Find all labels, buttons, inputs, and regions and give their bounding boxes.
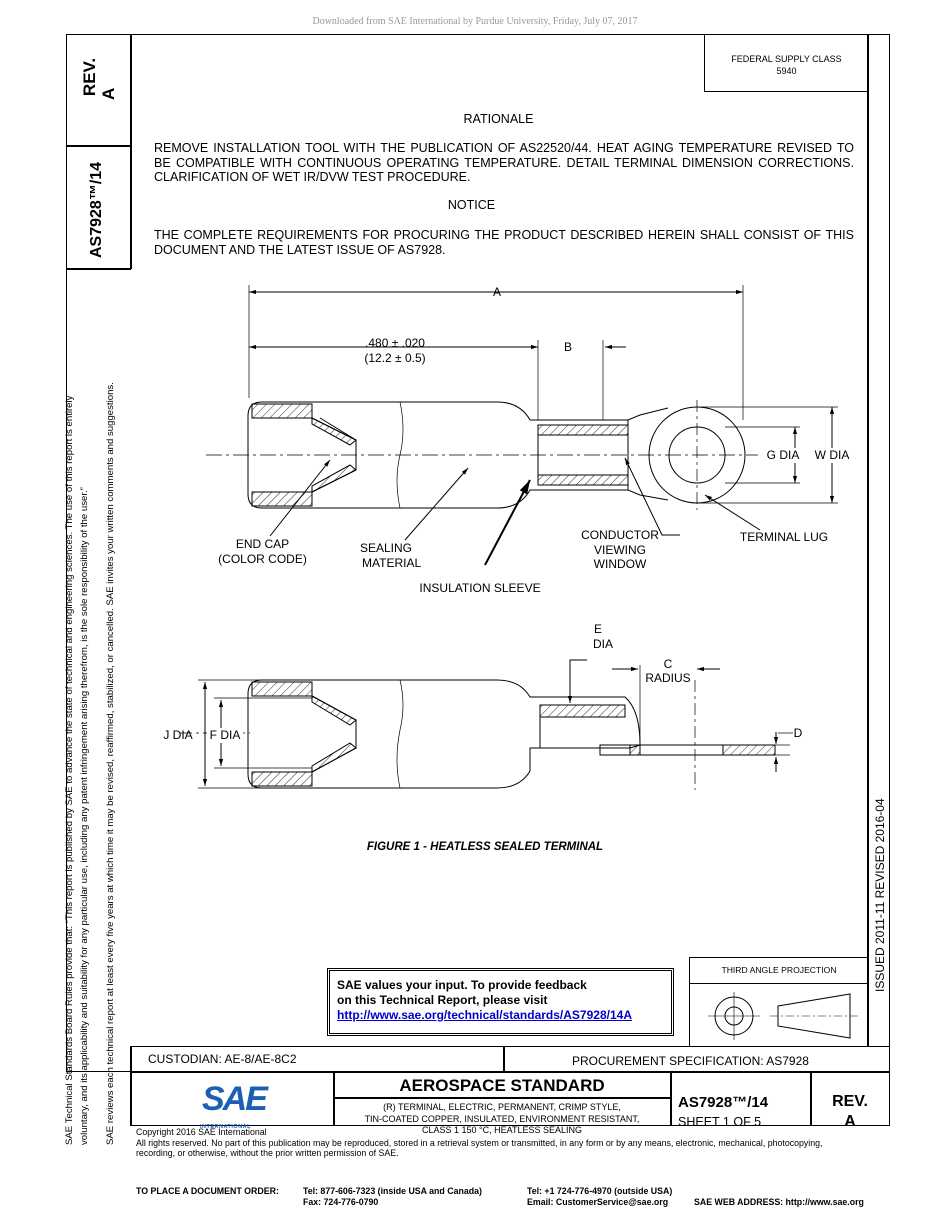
viewing-label: VIEWING <box>593 543 646 557</box>
custodian-row <box>130 1046 890 1073</box>
tb-div2 <box>670 1072 672 1126</box>
footer: Copyright 2016 SAE International All rig… <box>136 1127 822 1159</box>
fax: Fax: 724-776-0790 <box>303 1197 379 1207</box>
standard-title: AEROSPACE STANDARD <box>399 1076 605 1095</box>
tb-title-sep <box>333 1097 671 1099</box>
page-frame <box>66 34 890 1072</box>
terminal-lug-label: TERMINAL LUG <box>739 530 829 544</box>
federal-supply-value: 5940 <box>776 66 797 76</box>
tb-div1 <box>333 1072 335 1126</box>
conductor-label: CONDUCTOR <box>581 528 659 542</box>
federal-supply-box: FEDERAL SUPPLY CLASS 5940 <box>704 34 868 92</box>
end-cap-label: END CAP <box>235 537 290 551</box>
right-strip-divider <box>867 34 869 1046</box>
title-block <box>130 1072 890 1126</box>
sae-logo-sub: INTERNATIONAL <box>200 1124 252 1130</box>
color-code-label: (COLOR CODE) <box>218 552 307 566</box>
d-label: D <box>793 726 803 740</box>
c-label: C <box>663 657 673 671</box>
figure-caption: FIGURE 1 - HEATLESS SEALED TERMINAL <box>366 841 604 853</box>
notice-heading: NOTICE <box>447 198 496 212</box>
third-angle-symbol <box>708 992 858 1040</box>
rights-line1: All rights reserved. No part of this pub… <box>136 1137 823 1148</box>
tb-rev-label: REV. <box>832 1093 868 1110</box>
desc-line3: CLASS 1 150 °C, HEATLESS SEALING <box>421 1125 582 1135</box>
side-block-bottom <box>66 268 131 270</box>
g-dia-label: G DIA <box>758 448 808 463</box>
feedback-link[interactable]: http://www.sae.org/technical/standards/A… <box>337 1008 632 1022</box>
feedback-line1: SAE values your input. To provide feedba… <box>337 978 587 992</box>
custodian-text: CUSTODIAN: AE-8/AE-8C2 <box>148 1052 297 1066</box>
tb-doc-number: AS7928™/14 <box>678 1094 769 1111</box>
j-dia-label: J DIA <box>163 728 193 742</box>
sealing-label: SEALING <box>360 541 413 555</box>
dim-b-label: B <box>563 340 572 354</box>
side-block-sep <box>66 145 131 147</box>
tel-outside: Tel: +1 724-776-4970 (outside USA) <box>527 1186 673 1196</box>
tb-sheet: SHEET 1 OF 5 <box>678 1115 762 1129</box>
desc-line2: TIN-COATED COPPER, INSULATED, ENVIRONMEN… <box>364 1113 640 1124</box>
email[interactable]: Email: CustomerService@sae.org <box>527 1197 669 1207</box>
sae-logo: SAE <box>202 1080 268 1118</box>
c-radius-label: RADIUS <box>645 671 691 685</box>
feedback-box: SAE values your input. To provide feedba… <box>327 968 674 1036</box>
web-address[interactable]: SAE WEB ADDRESS: http://www.sae.org <box>694 1197 864 1207</box>
tel-usa: Tel: 877-606-7323 (inside USA and Canada… <box>303 1186 482 1196</box>
e-label: E <box>593 622 602 636</box>
rationale-text: REMOVE INSTALLATION TOOL WITH THE PUBLIC… <box>154 141 854 184</box>
tb-div3 <box>810 1072 812 1126</box>
third-angle-label: THIRD ANGLE PROJECTION <box>690 958 868 984</box>
standard-description: (R) TERMINAL, ELECTRIC, PERMANENT, CRIMP… <box>333 1102 671 1137</box>
w-dia-label: W DIA <box>810 448 854 463</box>
window-label: WINDOW <box>593 557 647 571</box>
federal-supply-label: FEDERAL SUPPLY CLASS <box>731 54 842 64</box>
dim-a-label: A <box>492 285 501 299</box>
f-dia-label: F DIA <box>207 728 243 743</box>
dim-122-label: (12.2 ± 0.5) <box>364 351 426 365</box>
procurement-text: PROCUREMENT SPECIFICATION: AS7928 <box>572 1054 809 1068</box>
e-dia-label: DIA <box>592 637 613 651</box>
rights-line2: recording, or otherwise, without the pri… <box>136 1148 399 1158</box>
copyright: Copyright 2016 SAE International <box>136 1127 267 1137</box>
insulation-sleeve-label: INSULATION SLEEVE <box>419 581 541 595</box>
rationale-heading: RATIONALE <box>463 112 534 126</box>
download-notice: Downloaded from SAE International by Pur… <box>312 16 638 27</box>
side-block-divider <box>130 34 132 269</box>
material-label: MATERIAL <box>362 556 422 570</box>
desc-line1: (R) TERMINAL, ELECTRIC, PERMANENT, CRIMP… <box>383 1102 621 1112</box>
dim-480-label: .480 ± .020 <box>365 336 425 350</box>
order-label: TO PLACE A DOCUMENT ORDER: <box>136 1186 279 1196</box>
notice-text: THE COMPLETE REQUIREMENTS FOR PROCURING … <box>154 228 854 257</box>
custodian-divider <box>503 1046 505 1073</box>
tb-rev-value: A <box>844 1113 856 1130</box>
feedback-line2: on this Technical Report, please visit <box>337 993 548 1007</box>
third-angle-box: THIRD ANGLE PROJECTION <box>689 957 868 1047</box>
